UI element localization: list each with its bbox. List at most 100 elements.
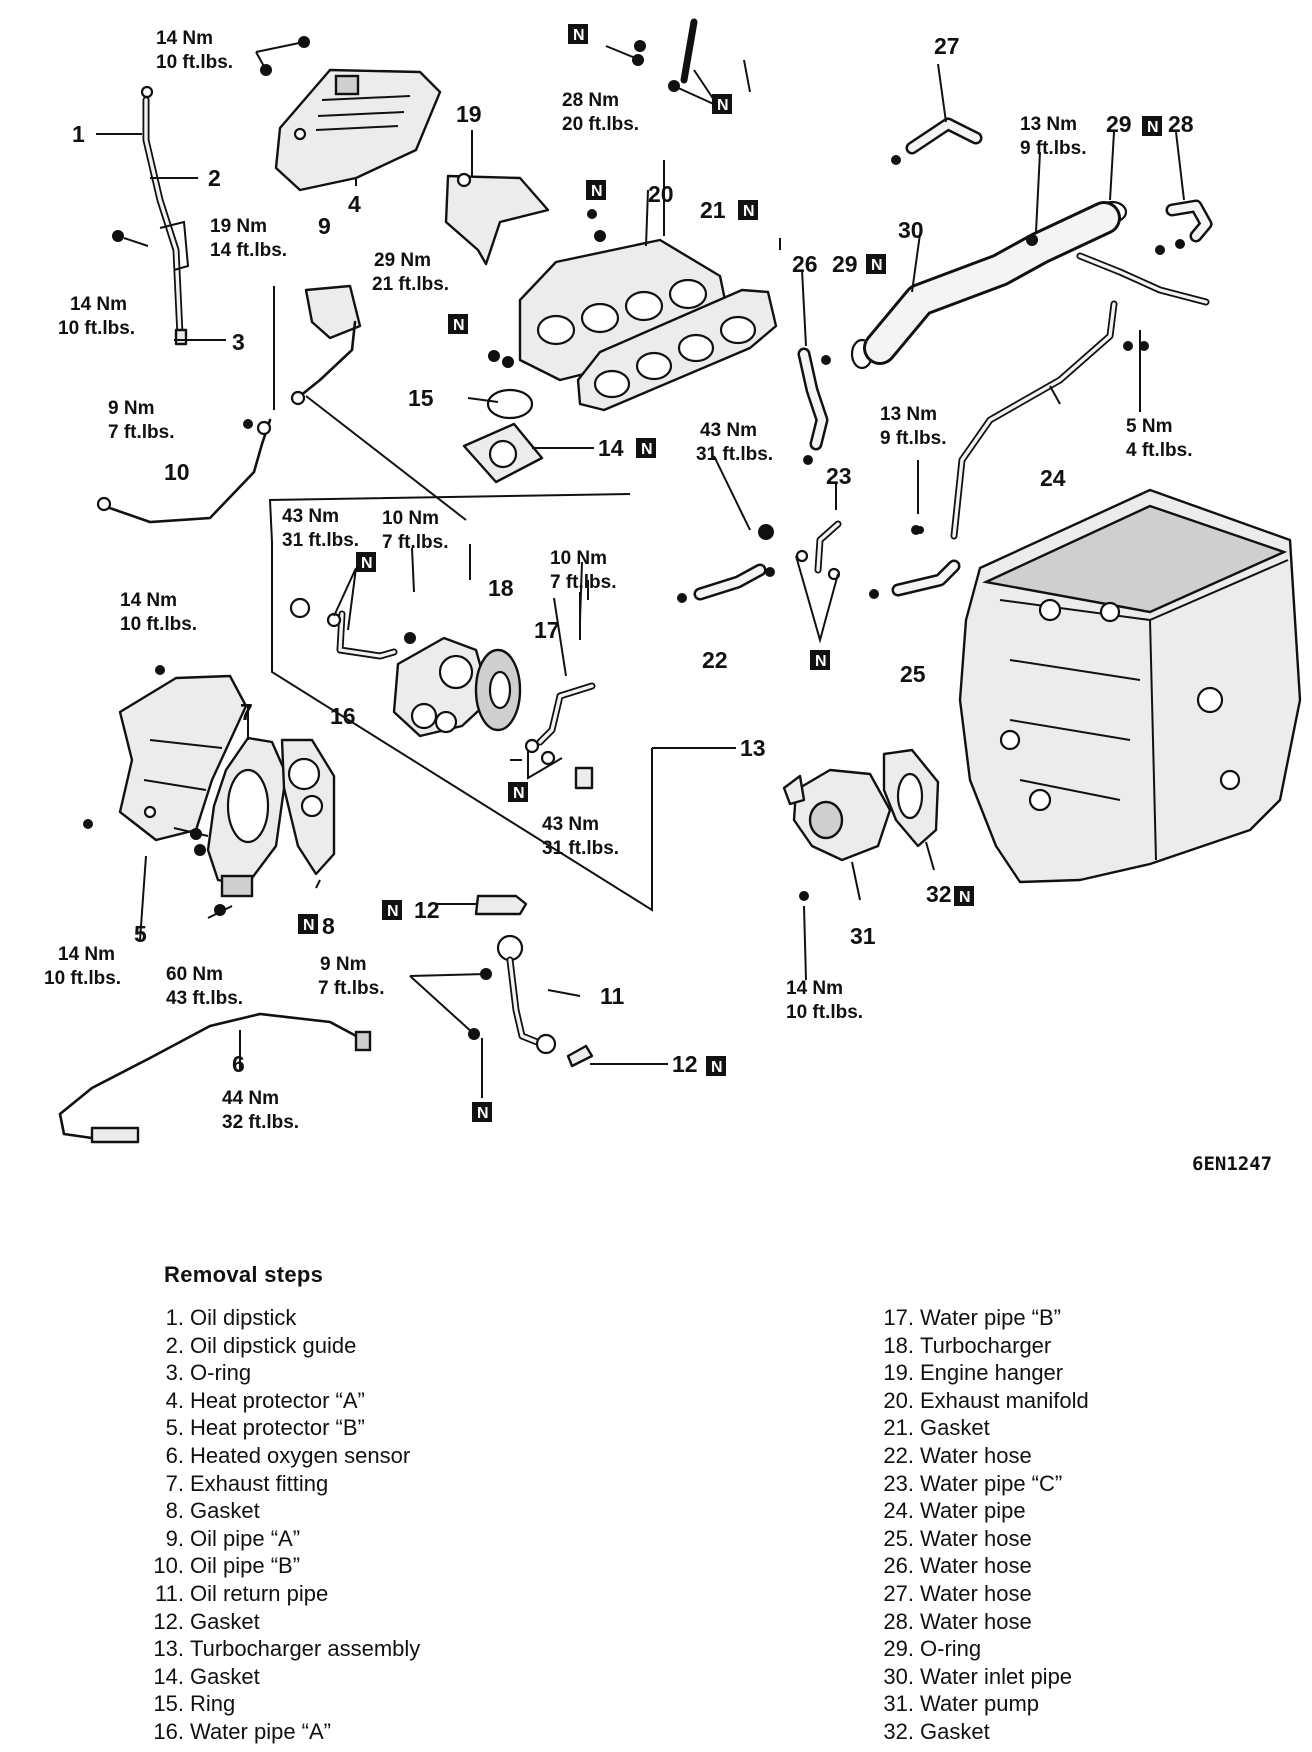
svg-text:N: N: [477, 1105, 489, 1122]
removal-step-text: Water pipe “A”: [190, 1718, 332, 1744]
removal-step-item: 12.Gasket: [150, 1608, 420, 1636]
removal-step-item: 2.Oil dipstick guide: [150, 1332, 420, 1360]
removal-step-item: 4.Heat protector “A”: [150, 1387, 420, 1415]
torque-7ft-b: 7 ft.lbs.: [382, 532, 449, 553]
removal-step-item: 18.Turbocharger: [880, 1332, 1089, 1360]
studs-top: [605, 18, 719, 107]
removal-step-number: 28.: [883, 1608, 914, 1634]
torque-60nm: 60 Nm: [166, 964, 223, 985]
part-water-pipe-b: [524, 682, 596, 790]
removal-step-text: Oil dipstick: [190, 1305, 297, 1330]
label-3: 3: [232, 329, 245, 355]
label-4: 4: [348, 191, 361, 217]
label-26: 26: [792, 251, 818, 277]
removal-step-number: 1.: [165, 1305, 184, 1330]
svg-text:N: N: [717, 97, 729, 114]
removal-step-item: 11.Oil return pipe: [150, 1580, 420, 1608]
removal-step-number: 10.: [153, 1553, 184, 1579]
part-exhaust-fitting: [206, 736, 288, 898]
removal-step-text: Oil dipstick guide: [190, 1332, 357, 1358]
removal-step-text: Oil pipe “A”: [190, 1525, 301, 1551]
removal-step-item: 21.Gasket: [880, 1414, 1089, 1442]
part-water-pump: [782, 768, 892, 901]
removal-step-number: 23.: [883, 1470, 914, 1496]
label-5: 5: [134, 921, 147, 947]
label-15: 15: [408, 385, 434, 411]
label-32: 32: [926, 881, 952, 907]
torque-43nm-c: 43 Nm: [542, 814, 599, 835]
removal-step-item: 16.Water pipe “A”: [150, 1718, 420, 1746]
part-gasket-12: [474, 894, 594, 1068]
removal-step-number: 6.: [165, 1442, 184, 1468]
removal-step-number: 21.: [883, 1415, 914, 1441]
torque-28nm: 28 Nm: [562, 90, 619, 111]
removal-step-number: 15.: [153, 1691, 184, 1717]
label-29-top: 29: [1106, 111, 1132, 137]
new-part-marks: N N N N N N N N N N N N N N N N: [298, 24, 1162, 1122]
removal-step-number: 2.: [165, 1332, 184, 1358]
part-gasket-14: [462, 422, 544, 484]
removal-step-number: 31.: [883, 1691, 914, 1717]
torque-10ft-dipstick: 10 ft.lbs.: [58, 318, 135, 339]
svg-text:N: N: [303, 917, 315, 934]
removal-step-number: 24.: [883, 1498, 914, 1524]
label-19: 19: [456, 101, 482, 127]
torque-7ft-c: 7 ft.lbs.: [550, 572, 617, 593]
svg-text:N: N: [387, 903, 399, 920]
removal-step-number: 12.: [153, 1608, 184, 1634]
removal-step-text: Gasket: [190, 1663, 260, 1689]
turbo-assembly-outline: [268, 395, 736, 912]
part-heat-protector-b: [118, 674, 248, 842]
torque-44nm: 44 Nm: [222, 1088, 279, 1109]
removal-step-item: 26.Water hose: [880, 1552, 1089, 1580]
torque-10nm-a: 10 Nm: [382, 508, 439, 529]
removal-step-text: Water pipe “B”: [920, 1305, 1062, 1330]
torque-31ft-c: 31 ft.lbs.: [542, 838, 619, 859]
exploded-view-diagram: 1 2 3 4 5 6 7 8 9 10 11 12 12 13 14 15 1…: [44, 18, 1302, 1175]
removal-step-text: Water hose: [920, 1580, 1032, 1606]
part-gasket-8: [280, 738, 336, 876]
part-water-pipe-24: [911, 300, 1133, 540]
torque-31ft-a: 31 ft.lbs.: [696, 444, 773, 465]
svg-text:N: N: [513, 785, 525, 802]
removal-step-text: O-ring: [190, 1360, 252, 1386]
label-16: 16: [330, 703, 356, 729]
torque-43nm-b: 43 Nm: [282, 506, 339, 527]
removal-step-text: Water hose: [920, 1608, 1032, 1634]
removal-step-number: 17.: [883, 1305, 914, 1330]
removal-step-item: 29.O-ring: [880, 1635, 1089, 1663]
svg-text:N: N: [573, 27, 585, 44]
bolts-29nm: [488, 209, 606, 368]
svg-text:N: N: [871, 257, 883, 274]
torque-9ft-a: 9 ft.lbs.: [1020, 138, 1087, 159]
svg-text:N: N: [959, 889, 971, 906]
removal-step-text: O-ring: [920, 1636, 982, 1662]
removal-step-number: 27.: [883, 1580, 914, 1606]
removal-step-item: 28.Water hose: [880, 1608, 1089, 1636]
removal-step-text: Heated oxygen sensor: [190, 1442, 411, 1468]
removal-step-text: Water pipe “C”: [920, 1470, 1063, 1496]
removal-step-text: Ring: [190, 1691, 236, 1717]
part-heat-protector-a: [274, 68, 442, 192]
label-23: 23: [826, 463, 852, 489]
removal-step-item: 15.Ring: [150, 1690, 420, 1718]
removal-step-text: Water hose: [920, 1553, 1032, 1579]
torque-9nm-b: 9 Nm: [320, 954, 366, 975]
svg-text:N: N: [815, 653, 827, 670]
removal-step-text: Heat protector “A”: [190, 1387, 365, 1413]
label-12-bottom: 12: [672, 1051, 698, 1077]
bolt-dipstick: [112, 230, 149, 247]
removal-step-text: Oil pipe “B”: [190, 1553, 301, 1579]
removal-step-text: Gasket: [190, 1608, 260, 1634]
label-8: 8: [322, 913, 335, 939]
label-17: 17: [534, 617, 560, 643]
torque-9ft-b: 9 ft.lbs.: [880, 428, 947, 449]
label-24: 24: [1040, 465, 1066, 491]
torque-13nm-a: 13 Nm: [1020, 114, 1077, 135]
removal-step-text: Water hose: [920, 1442, 1032, 1468]
removal-step-number: 8.: [165, 1498, 184, 1524]
removal-step-number: 25.: [883, 1525, 914, 1551]
removal-step-number: 4.: [165, 1387, 184, 1413]
svg-text:N: N: [453, 317, 465, 334]
torque-10ft-left: 10 ft.lbs.: [120, 614, 197, 635]
